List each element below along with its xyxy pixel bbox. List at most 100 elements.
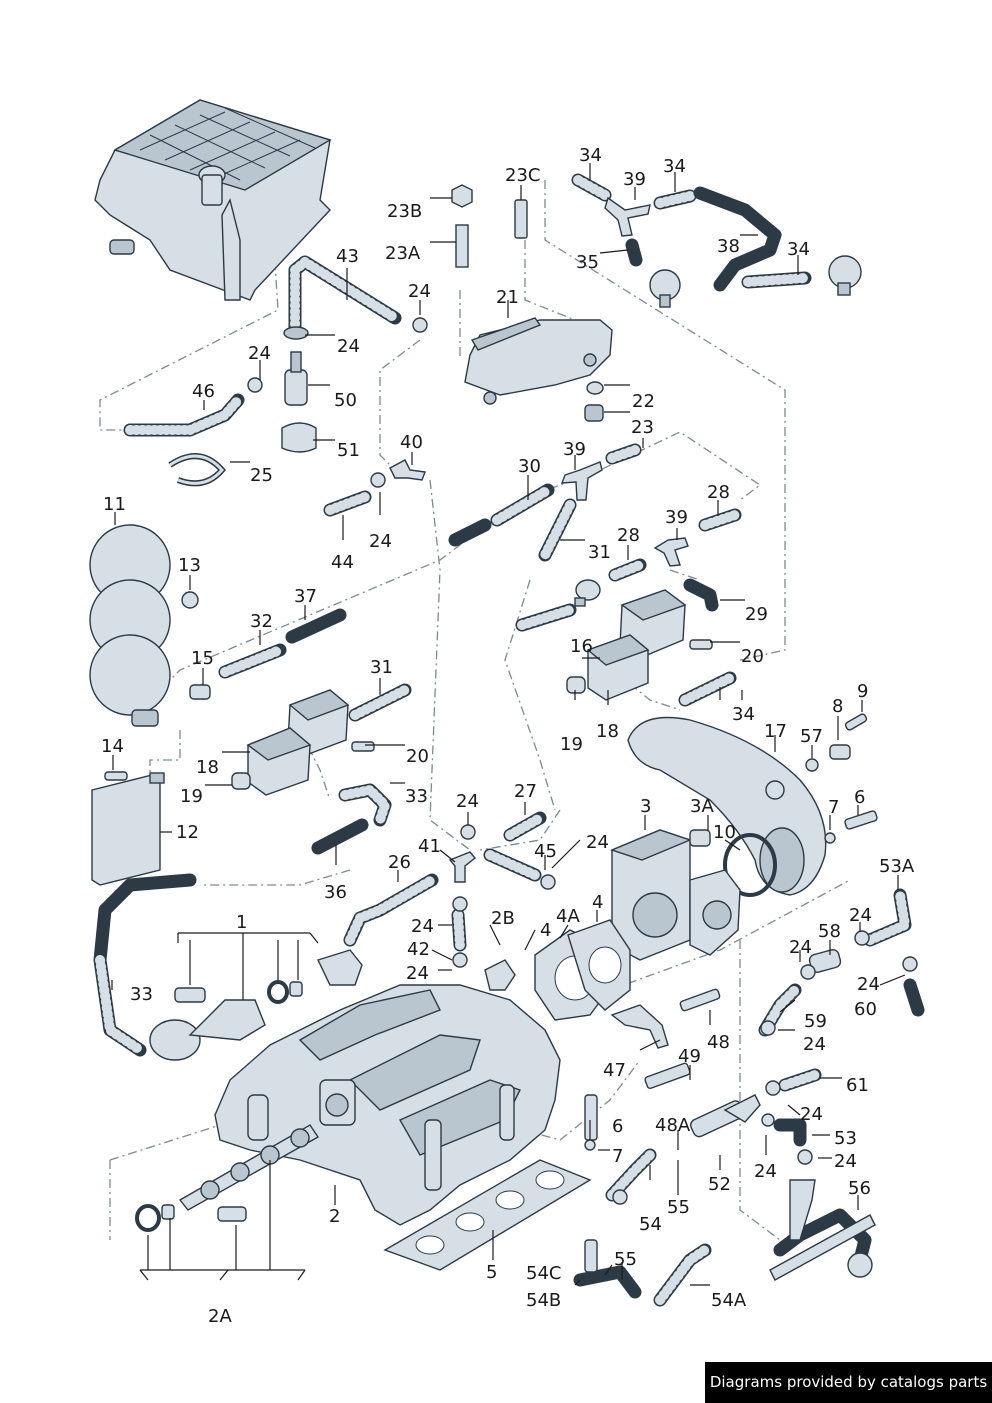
label-43: 43 [336, 246, 359, 267]
label-14: 14 [101, 736, 124, 757]
valve-50 [281, 326, 317, 453]
label-52: 52 [708, 1174, 731, 1195]
label-9: 9 [857, 681, 868, 702]
label-18b: 18 [596, 721, 619, 742]
label-31b: 31 [370, 657, 393, 678]
leader-lines [111, 163, 906, 1286]
hose-43 [288, 255, 402, 337]
intake-manifold-2 [214, 984, 561, 1226]
label-24e: 24 [456, 791, 479, 812]
label-7b: 7 [612, 1146, 623, 1167]
stud-23A [455, 224, 469, 268]
label-47: 47 [603, 1060, 626, 1081]
label-19a: 19 [180, 786, 203, 807]
label-45: 45 [534, 841, 557, 862]
label-24k: 24 [857, 974, 880, 995]
right-fittings [573, 888, 925, 1307]
label-11: 11 [103, 494, 126, 515]
vacuum-reservoir-11 [89, 524, 199, 727]
vacuum-hoses-top-right [571, 173, 862, 308]
label-48A: 48A [655, 1115, 691, 1136]
label-24d: 24 [369, 531, 392, 552]
flange-4 [484, 919, 631, 1021]
label-56: 56 [848, 1178, 871, 1199]
label-2B: 2B [491, 908, 515, 929]
label-25: 25 [250, 465, 273, 486]
label-17: 17 [764, 721, 787, 742]
solenoid-valves-18-left [231, 689, 350, 796]
label-58: 58 [818, 921, 841, 942]
screw-23C [514, 199, 528, 239]
label-50: 50 [334, 390, 357, 411]
label-53: 53 [834, 1128, 857, 1149]
label-60: 60 [854, 999, 877, 1020]
label-13: 13 [178, 555, 201, 576]
label-35: 35 [576, 252, 599, 273]
label-4b: 4 [592, 892, 603, 913]
solenoid-valves-16 [566, 589, 687, 701]
label-59: 59 [804, 1011, 827, 1032]
label-49: 49 [678, 1046, 701, 1067]
check-valves [189, 579, 601, 700]
label-4a: 4 [540, 920, 551, 941]
label-20b: 20 [741, 646, 764, 667]
label-51: 51 [337, 440, 360, 461]
air-filter-housing [94, 99, 332, 301]
label-6a: 6 [854, 787, 865, 808]
label-44: 44 [331, 552, 354, 573]
label-39b: 39 [563, 439, 586, 460]
label-6b: 6 [612, 1116, 623, 1137]
label-8: 8 [832, 696, 843, 717]
label-3: 3 [640, 796, 651, 817]
label-57: 57 [800, 726, 823, 747]
label-27: 27 [514, 781, 537, 802]
bolt-23B [451, 184, 473, 208]
label-54C: 54C [526, 1263, 561, 1284]
intake-pipe-17 [627, 716, 827, 897]
label-23: 23 [631, 417, 654, 438]
label-24i: 24 [849, 905, 872, 926]
lower-left-hoses [93, 783, 547, 1057]
label-40: 40 [400, 432, 423, 453]
label-12: 12 [176, 822, 199, 843]
label-34a: 34 [579, 145, 602, 166]
label-54: 54 [639, 1214, 662, 1235]
label-24g: 24 [411, 916, 434, 937]
label-19b: 19 [560, 734, 583, 755]
label-41: 41 [418, 836, 441, 857]
label-4A: 4A [556, 906, 580, 927]
label-18a: 18 [196, 757, 219, 778]
label-39c: 39 [665, 507, 688, 528]
label-24b: 24 [337, 336, 360, 357]
label-24f: 24 [586, 832, 609, 853]
label-28a: 28 [707, 482, 730, 503]
label-21: 21 [496, 287, 519, 308]
label-3A: 3A [690, 796, 714, 817]
label-1: 1 [236, 912, 247, 933]
gasket-5 [383, 1159, 592, 1271]
label-24c: 24 [248, 343, 271, 364]
label-39a: 39 [623, 169, 646, 190]
label-24n: 24 [834, 1151, 857, 1172]
label-37: 37 [294, 586, 317, 607]
label-16: 16 [570, 636, 593, 657]
label-10: 10 [713, 822, 736, 843]
label-26: 26 [388, 852, 411, 873]
fasteners [104, 317, 918, 1205]
label-23A: 23A [385, 243, 421, 264]
label-2: 2 [329, 1206, 340, 1227]
label-55b: 55 [614, 1249, 637, 1270]
label-61: 61 [846, 1075, 869, 1096]
bracket-12 [91, 772, 165, 886]
label-7a: 7 [828, 797, 839, 818]
clamp-25 [168, 453, 226, 487]
label-32: 32 [250, 611, 273, 632]
label-15: 15 [191, 648, 214, 669]
actuator-1 [149, 949, 363, 1061]
label-54B: 54B [526, 1290, 561, 1311]
label-23C: 23C [505, 165, 540, 186]
label-29: 29 [745, 604, 768, 625]
label-34c: 34 [787, 239, 810, 260]
label-34b: 34 [663, 156, 686, 177]
